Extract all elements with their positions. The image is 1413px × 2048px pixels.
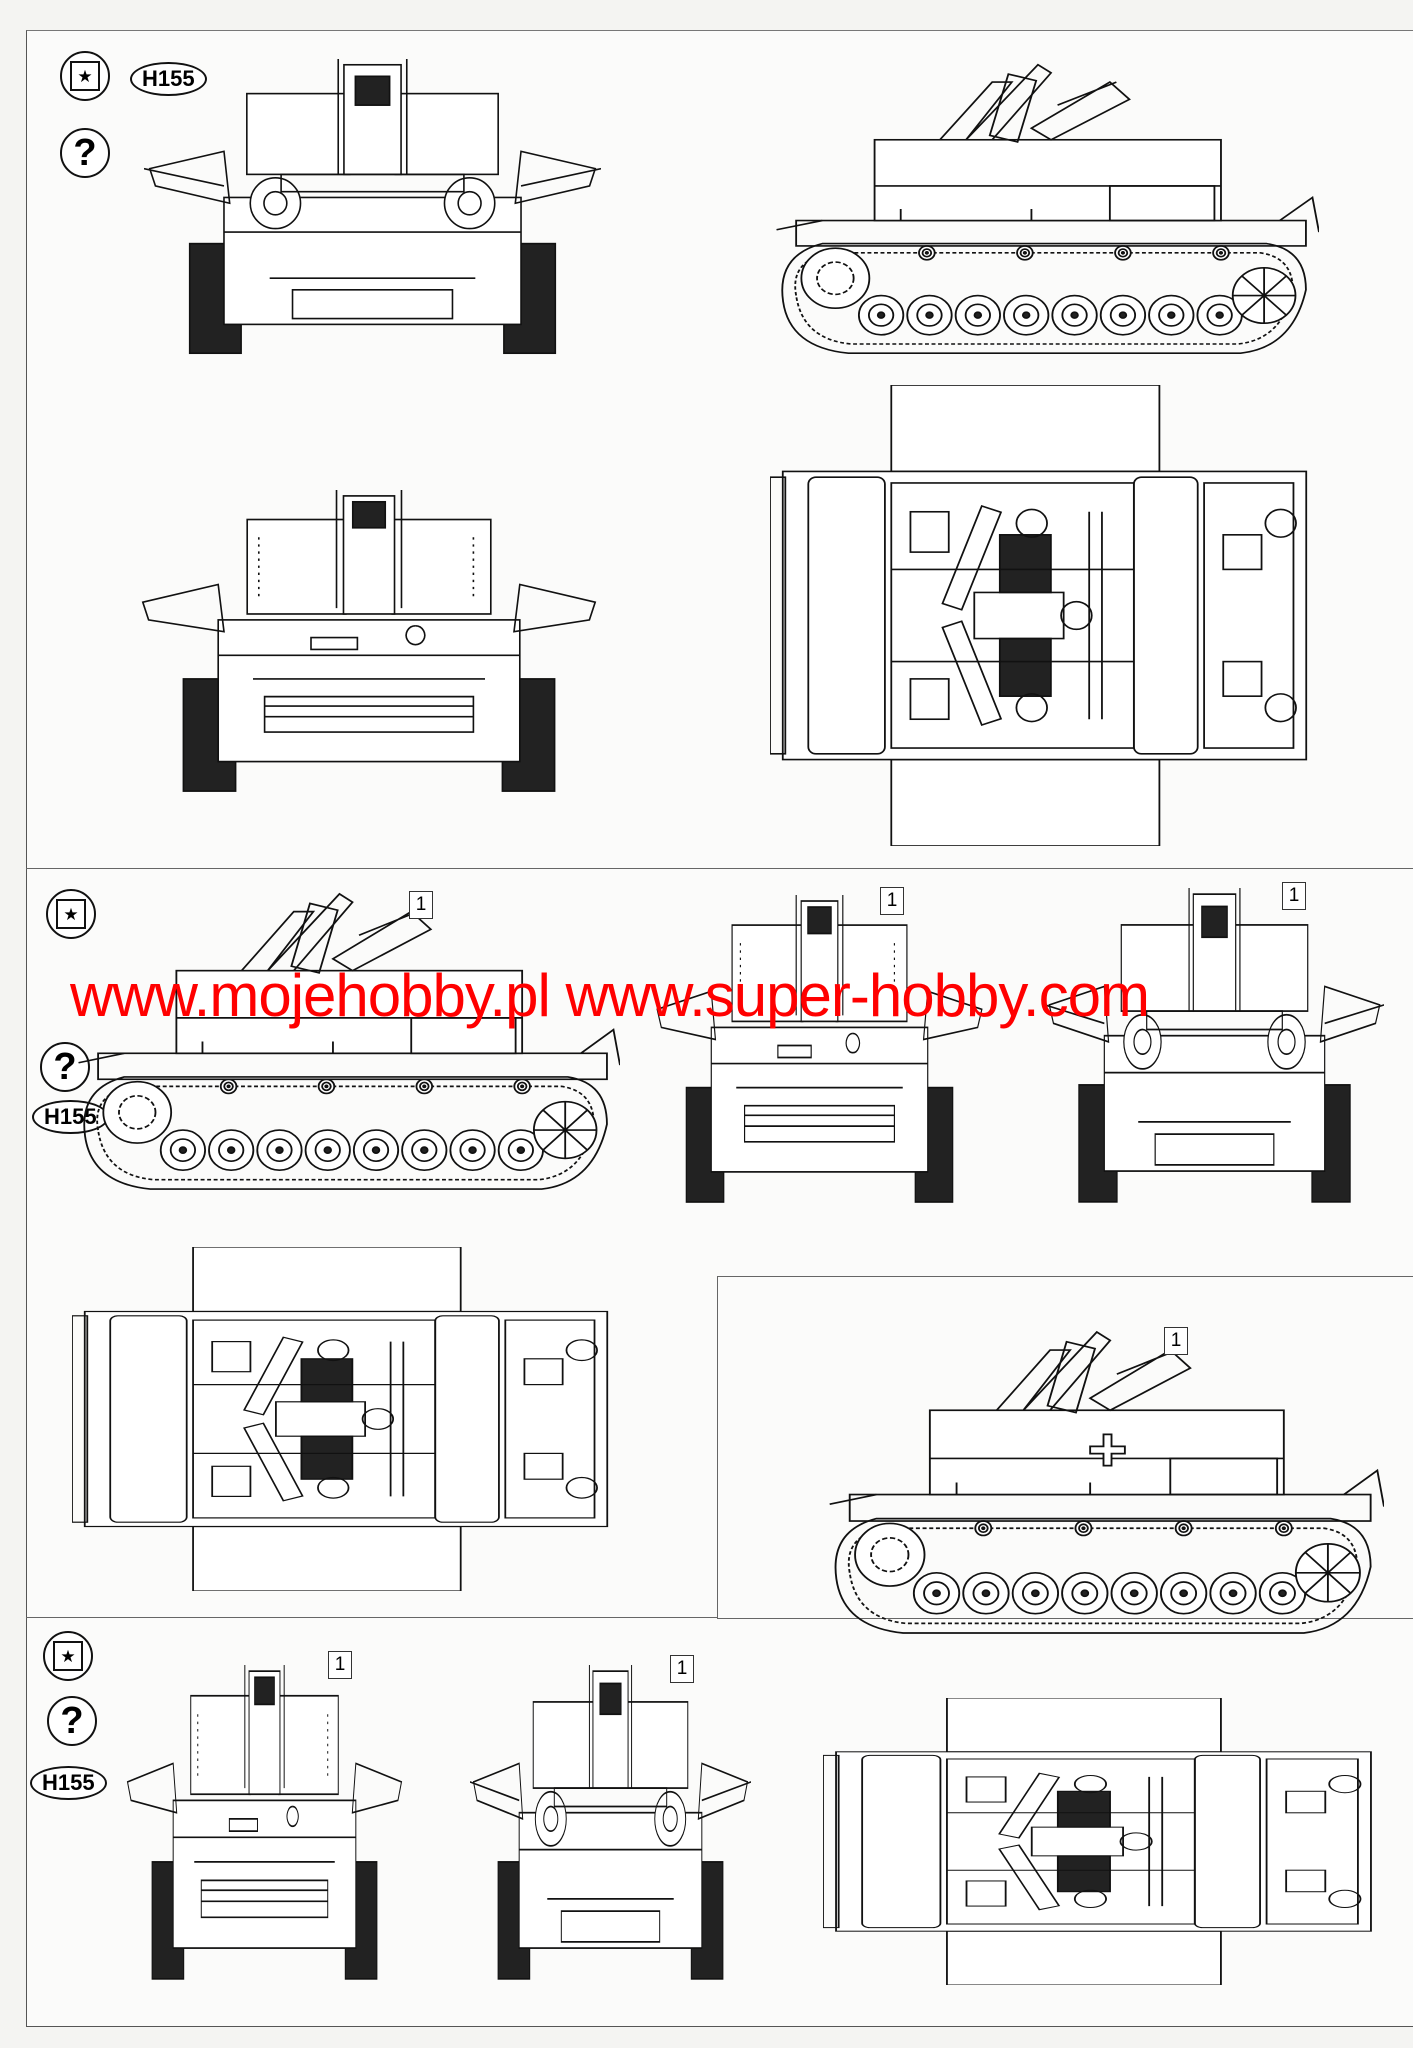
vehicle-side-view-drawing (776, 63, 1319, 355)
star-flag-icon: ★ (43, 1631, 93, 1681)
vehicle-rear-view-drawing (656, 895, 983, 1203)
watermark-text: www.mojehobby.pl www.super-hobby.com (70, 962, 1150, 1029)
section-divider (26, 1617, 717, 1618)
vehicle-rear-view-drawing (126, 1665, 403, 1980)
vehicle-side-view-drawing (78, 892, 620, 1190)
question-mark-icon: ? (47, 1696, 97, 1746)
decal-callout: 1 (328, 1651, 352, 1679)
kit-code-label: H155 (32, 1100, 109, 1134)
vehicle-front-view-drawing (144, 59, 601, 355)
vehicle-front-view-drawing (470, 1665, 751, 1980)
decal-callout: 1 (880, 887, 904, 915)
star-flag-icon: ★ (46, 889, 96, 939)
vehicle-front-view-drawing (1045, 888, 1384, 1203)
decal-callout: 1 (1282, 882, 1306, 910)
question-mark-icon: ? (40, 1042, 90, 1092)
decal-callout: 1 (670, 1655, 694, 1683)
kit-code-label: H155 (30, 1766, 107, 1800)
vehicle-top-view-drawing (823, 1698, 1372, 1985)
vehicle-top-view-drawing (72, 1247, 609, 1591)
decal-callout: 1 (1164, 1327, 1188, 1355)
vehicle-side-view-cross-drawing (829, 1330, 1384, 1634)
star-flag-icon: ★ (60, 51, 110, 101)
vehicle-rear-view-drawing (141, 490, 597, 792)
decal-callout: 1 (409, 891, 433, 919)
kit-code-label: H155 (130, 62, 207, 96)
section-divider (26, 868, 1413, 869)
vehicle-top-view-drawing (770, 385, 1308, 846)
inset-box (717, 1276, 1413, 1619)
question-mark-icon: ? (60, 128, 110, 178)
